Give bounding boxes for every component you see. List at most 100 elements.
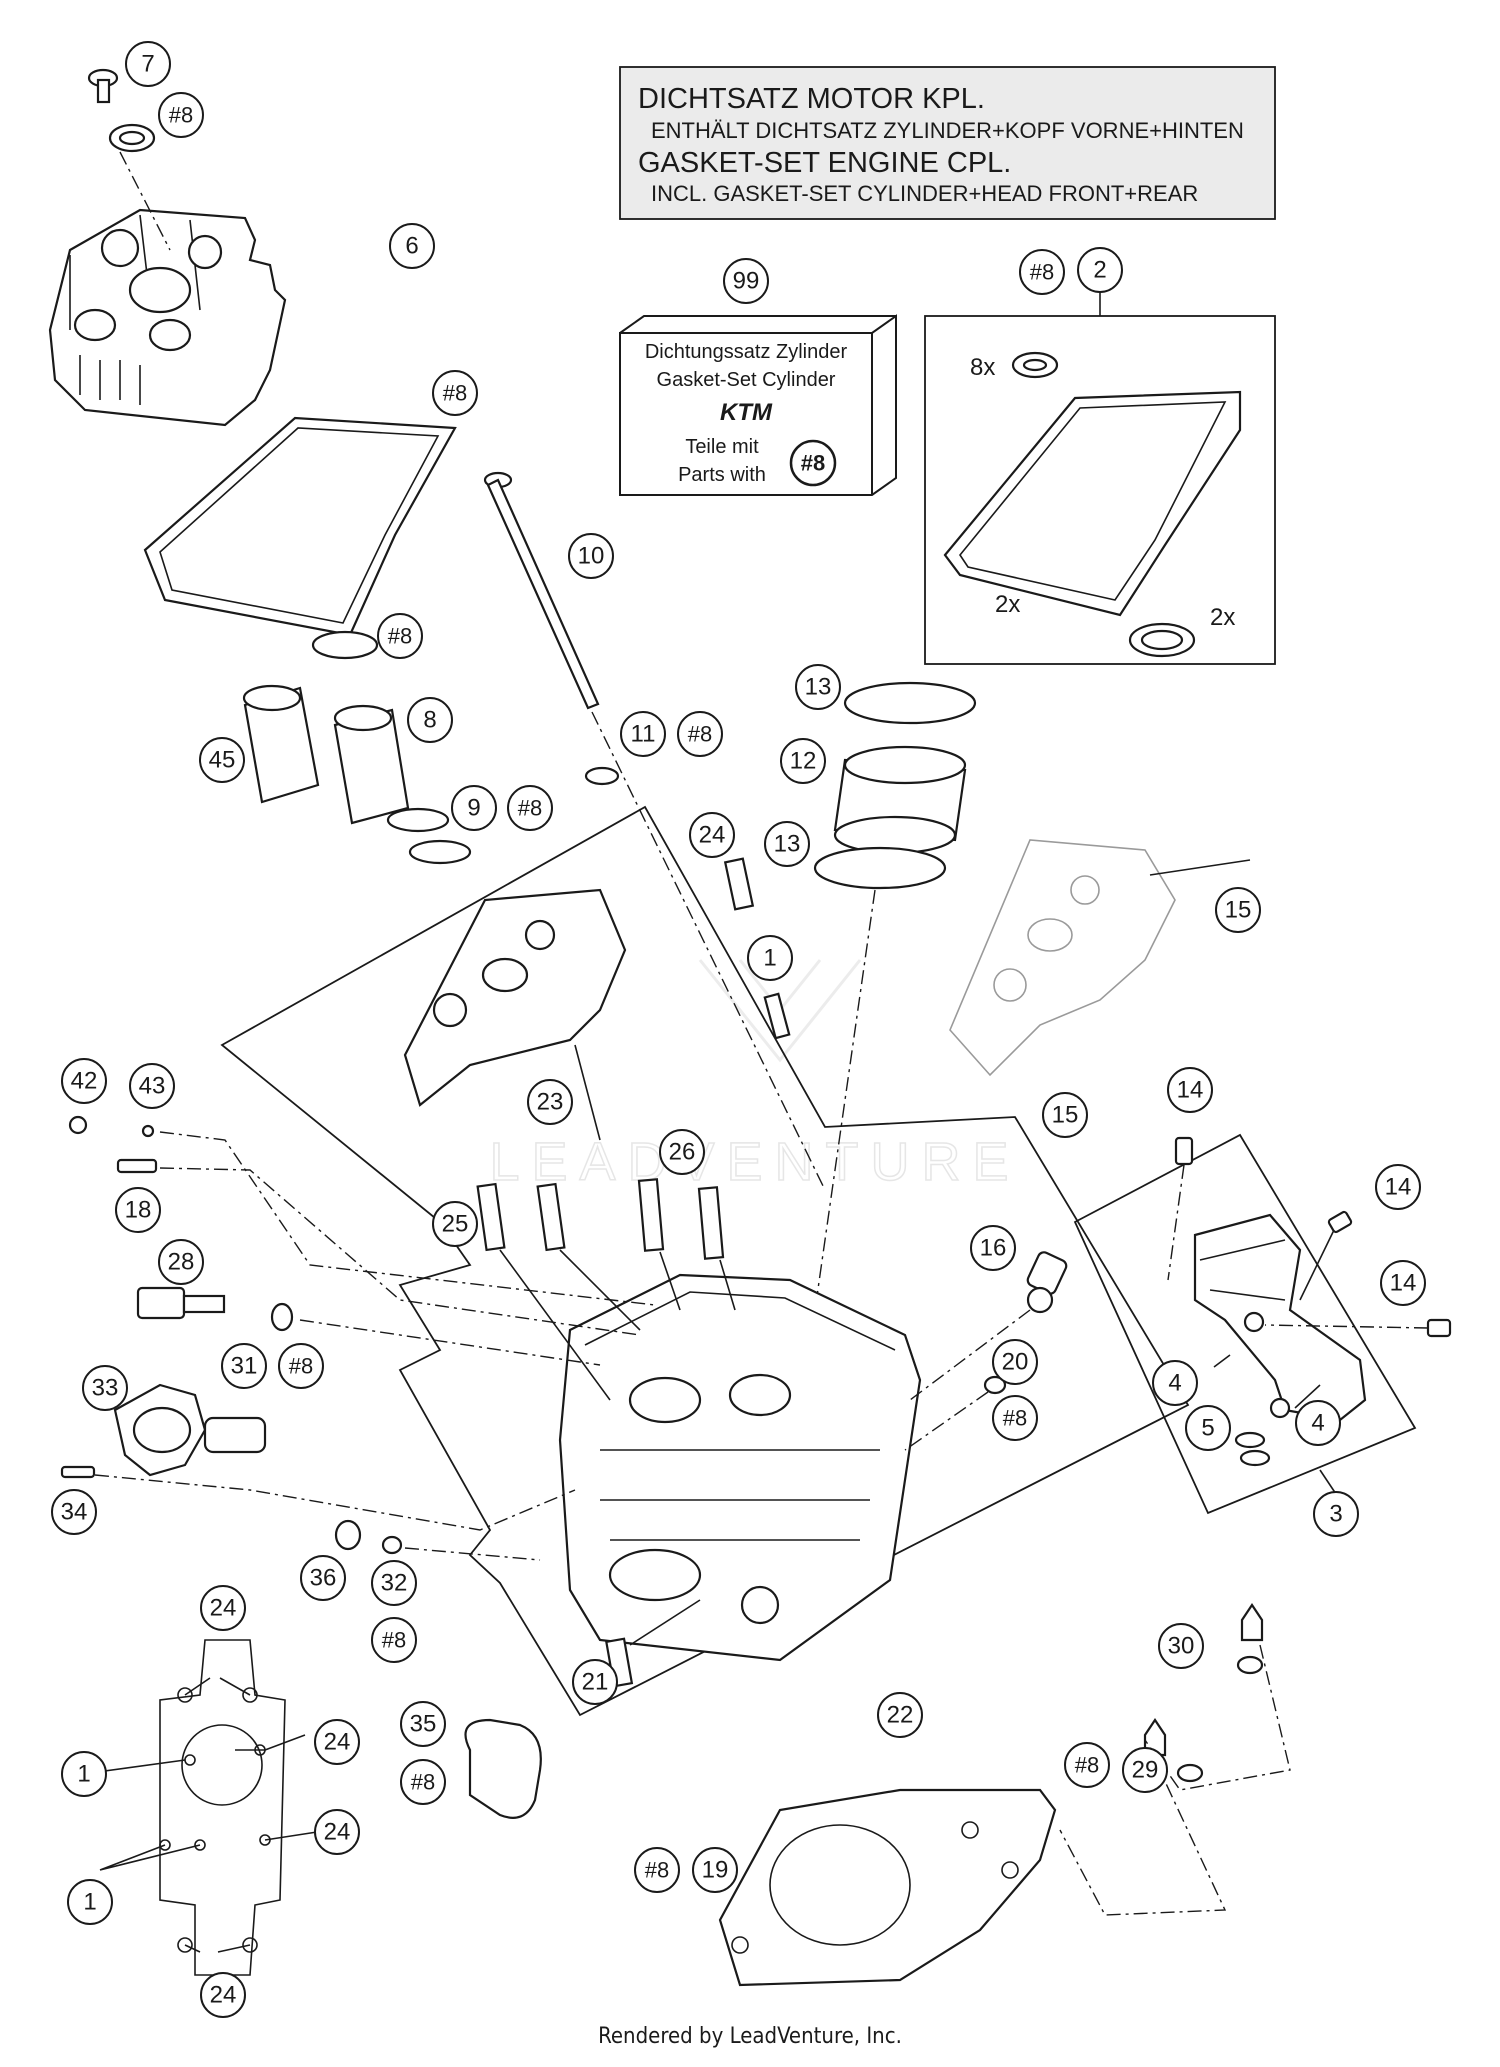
valve-guide-26b <box>697 1186 725 1260</box>
callout-label: #8 <box>382 1628 406 1653</box>
callout-c14c: 14 <box>1380 1260 1426 1306</box>
callout-label: #8 <box>411 1770 435 1795</box>
callout-label: 21 <box>582 1669 609 1696</box>
callout-c14a: 14 <box>1167 1067 1213 1113</box>
callout-c8m: #8 <box>634 1847 680 1893</box>
callout-c99: 99 <box>723 258 769 304</box>
screw-1 <box>763 992 791 1040</box>
gasket-35 <box>464 1718 542 1819</box>
axis-14a <box>1167 1164 1185 1281</box>
callout-label: #8 <box>169 103 193 128</box>
clamp-13-top <box>843 681 977 725</box>
callout-circle <box>527 1079 573 1125</box>
camshaft-carrier-ghost <box>949 839 1176 1077</box>
axis-42 <box>159 1131 656 1306</box>
dowel-24 <box>723 857 755 911</box>
callout-circle <box>300 1555 346 1601</box>
callout-circle <box>158 92 204 138</box>
callout-c12: 12 <box>780 738 826 784</box>
callout-circle <box>1185 1405 1231 1451</box>
callout-c25: 25 <box>432 1201 478 1247</box>
callout-circle <box>400 1759 446 1805</box>
callout-label: 24 <box>324 1819 351 1846</box>
callout-c14b: 14 <box>1375 1164 1421 1210</box>
washer-29a <box>1176 1763 1204 1783</box>
axis-16 <box>904 1309 1031 1451</box>
clamp-13-bottom <box>813 846 947 890</box>
note-line-2: ENTHÄLT DICHTSATZ ZYLINDER+KOPF VORNE+HI… <box>651 118 1244 143</box>
callout-label: 24 <box>210 1595 237 1622</box>
callout-label: 20 <box>1002 1349 1029 1376</box>
axis-28 <box>299 1319 601 1366</box>
callout-c2: 2 <box>1077 247 1123 293</box>
callout-c18: 18 <box>115 1187 161 1233</box>
callout-circle <box>451 785 497 831</box>
callout-c5: 5 <box>1185 1405 1231 1451</box>
axis-34 <box>94 1474 576 1531</box>
callout-circle <box>199 737 245 783</box>
callout-label: 2 <box>1093 257 1106 284</box>
callout-label: 26 <box>669 1139 696 1166</box>
spacer-4b <box>1269 1397 1291 1419</box>
watermark-text: LEADVENTURE <box>489 1132 1020 1192</box>
callout-c8g: #8 <box>1019 249 1065 295</box>
washer-29b <box>1236 1655 1264 1675</box>
bolt-14a <box>1174 1136 1194 1166</box>
callout-label: 22 <box>887 1702 914 1729</box>
valve-guide-26a <box>637 1178 665 1252</box>
callout-circle <box>125 41 171 87</box>
valve-guide-25b <box>536 1182 566 1252</box>
axis-7 <box>119 151 171 251</box>
callout-circle <box>1215 887 1261 933</box>
callout-label: #8 <box>645 1858 669 1883</box>
callout-label: 13 <box>805 674 832 701</box>
callout-circle <box>200 1585 246 1631</box>
callout-label: 15 <box>1052 1102 1079 1129</box>
callout-c23: 23 <box>527 1079 573 1125</box>
callout-c29: 29 <box>1122 1747 1168 1793</box>
callout-c34: 34 <box>51 1489 97 1535</box>
callout-c42: 42 <box>61 1058 107 1104</box>
callout-label: 1 <box>83 1889 96 1916</box>
note-line-3: GASKET-SET ENGINE CPL. <box>638 147 1011 179</box>
callout-label: 24 <box>210 1982 237 2009</box>
callout-label: 24 <box>699 822 726 849</box>
callout-label: 36 <box>310 1565 337 1592</box>
callout-c13b: 13 <box>764 821 810 867</box>
callout-label: 33 <box>92 1375 119 1402</box>
callout-circle <box>400 1701 446 1747</box>
callout-c22: 22 <box>877 1692 923 1738</box>
callout-circle <box>1042 1092 1088 1138</box>
callout-c8f: #8 <box>677 711 723 757</box>
valve-cover <box>48 208 287 427</box>
sleeve-8 <box>333 704 410 825</box>
callout-circle <box>371 1617 417 1663</box>
callout-label: 16 <box>980 1235 1007 1262</box>
callout-label: 34 <box>61 1499 88 1526</box>
o-ring-20 <box>983 1375 1007 1395</box>
bolt-7 <box>87 68 119 104</box>
callout-circle <box>1152 1360 1198 1406</box>
callout-c30: 30 <box>1158 1623 1204 1669</box>
callout-label: 12 <box>790 748 817 775</box>
o-ring-9b <box>408 839 472 865</box>
callout-circle <box>158 1239 204 1285</box>
callout-circle <box>432 370 478 416</box>
axis-36 <box>404 1547 541 1561</box>
watermark: LEADVENTURE <box>489 959 1020 1193</box>
callout-c4b: 4 <box>1295 1400 1341 1446</box>
callout-label: 14 <box>1177 1077 1204 1104</box>
callout-label: 42 <box>71 1068 98 1095</box>
callout-circle <box>764 821 810 867</box>
callout-circle <box>67 1879 113 1925</box>
gasket-set-cylinder-box: Dichtungssatz Zylinder Gasket-Set Cylind… <box>619 314 897 496</box>
callout-c24e: 24 <box>200 1972 246 2018</box>
callout-circle <box>780 738 826 784</box>
o-ring-31 <box>270 1302 294 1332</box>
callout-label: 25 <box>442 1211 469 1238</box>
callout-label: 14 <box>1385 1174 1412 1201</box>
callout-label: 29 <box>1132 1757 1159 1784</box>
camshaft-carrier <box>403 888 627 1107</box>
callout-circle <box>1375 1164 1421 1210</box>
